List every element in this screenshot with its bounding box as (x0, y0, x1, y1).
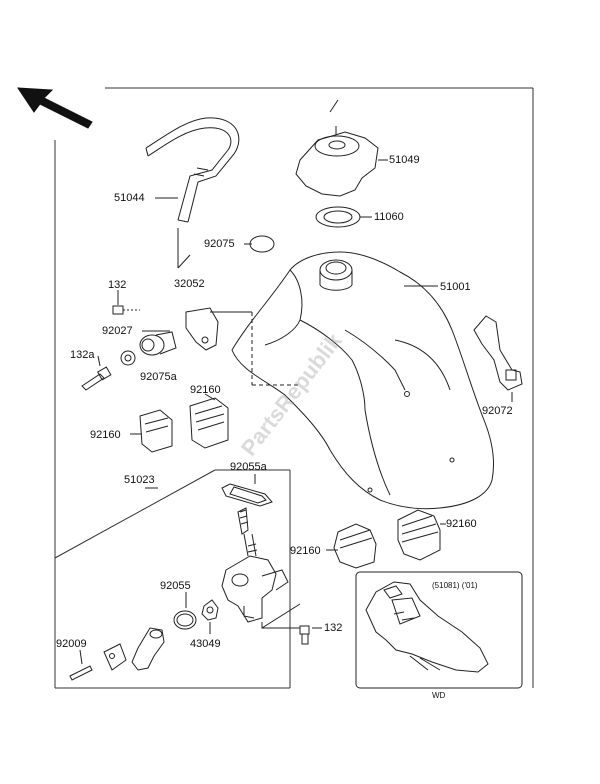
label-92072: 92072 (482, 405, 513, 417)
hose-51044 (145, 117, 240, 223)
label-92027: 92027 (102, 325, 133, 337)
label-92160-c: 92160 (446, 518, 477, 530)
rubber-pad-92160-d (333, 523, 377, 569)
frame-lines (54, 87, 534, 688)
petcock-51023 (221, 507, 289, 623)
label-132-top: 132 (108, 279, 127, 291)
gasket-11060 (315, 206, 361, 228)
direction-arrow-icon (17, 87, 93, 129)
label-51049: 51049 (389, 154, 420, 166)
inset-box (355, 571, 523, 689)
bolt-132-bottom (299, 625, 310, 645)
rubber-pad-92160-b (139, 409, 173, 453)
rubber-pad-92160-a (189, 397, 229, 449)
label-92009: 92009 (56, 638, 87, 650)
label-132-bottom: 132 (324, 622, 343, 634)
label-92160-d: 92160 (290, 545, 321, 557)
inset-code: WD (432, 691, 446, 700)
fuel-tank-51001 (231, 251, 495, 510)
petcock-frame (54, 469, 291, 689)
bolt-132a (81, 366, 112, 391)
plug-92075 (249, 235, 275, 253)
label-32052: 32052 (174, 278, 205, 290)
rubber-pad-92160-c (397, 509, 441, 561)
label-92075: 92075 (204, 238, 235, 250)
label-92075a: 92075a (140, 371, 177, 383)
label-51023: 51023 (124, 474, 155, 486)
label-92160-a: 92160 (190, 384, 221, 396)
label-51001: 51001 (440, 281, 471, 293)
gasket-92055a (221, 483, 273, 507)
bolt-132-top (112, 305, 140, 315)
o-ring-92055 (173, 610, 197, 630)
leader-132a (97, 355, 101, 367)
label-92160-b: 92160 (90, 429, 121, 441)
fuel-cap-51049 (295, 99, 379, 197)
label-92055: 92055 (160, 580, 191, 592)
strap-92072 (473, 315, 523, 391)
leader-92160-a (204, 393, 216, 401)
label-43049: 43049 (190, 638, 221, 650)
inset-label: (51081) ('01) (432, 581, 478, 590)
label-11060: 11060 (374, 211, 404, 223)
label-92055a: 92055a (230, 461, 267, 473)
bracket (185, 307, 219, 351)
collar (120, 350, 136, 366)
leader-92009 (79, 649, 83, 665)
label-51044: 51044 (114, 192, 145, 204)
label-132a: 132a (70, 349, 95, 361)
lever-92009 (103, 627, 165, 671)
grommet-92075a (139, 331, 177, 356)
filter-43049 (201, 599, 219, 621)
dashed-guides (251, 312, 300, 386)
screw-92009 (69, 665, 93, 681)
